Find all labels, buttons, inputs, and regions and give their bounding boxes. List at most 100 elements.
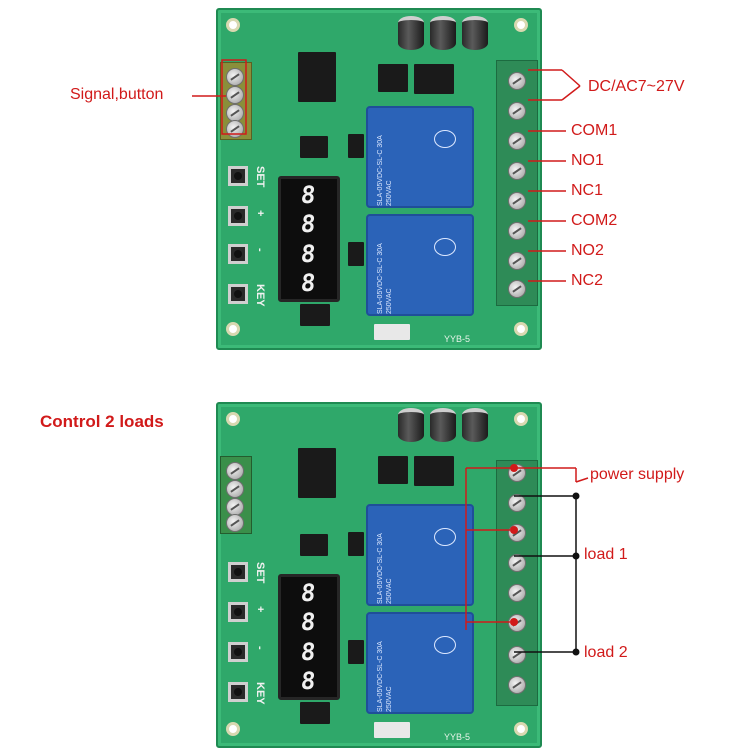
ic-chip xyxy=(348,640,364,664)
mounting-hole xyxy=(514,18,528,32)
plus-label: + xyxy=(254,210,266,217)
terminal-screw-icon xyxy=(508,494,526,512)
terminal-screw-icon xyxy=(508,252,526,270)
ic-chip xyxy=(298,448,336,498)
power-supply-label: power supply xyxy=(590,466,685,483)
terminal-screw-icon xyxy=(508,102,526,120)
com1-label: COM1 xyxy=(571,122,618,139)
seven-segment-display: 8 8 8 8 xyxy=(278,176,340,302)
minus-label: - xyxy=(254,646,266,650)
capacitor xyxy=(462,16,488,50)
terminal-screw-icon xyxy=(508,222,526,240)
ic-chip xyxy=(300,136,328,158)
relay-print: SLA-05VDC-SL-C 30A 250VAC xyxy=(377,135,393,206)
relay-print: SLA-05VDC-SL-C 30A 250VAC xyxy=(377,243,393,314)
cert-mark-icon xyxy=(434,528,456,546)
relay-1: SLA-05VDC-SL-C 30A 250VAC xyxy=(366,504,474,606)
display-digit: 8 xyxy=(299,210,319,239)
nc1-label: NC1 xyxy=(571,182,604,199)
capacitor xyxy=(462,408,488,442)
ic-chip xyxy=(298,52,336,102)
relay-print: SLA-05VDC-SL-C 30A 250VAC xyxy=(377,641,393,712)
no2-label: NO2 xyxy=(571,242,604,259)
set-button[interactable] xyxy=(228,562,248,582)
relay-module-board-top: SLA-05VDC-SL-C 30A 250VAC SLA-05VDC-SL-C… xyxy=(216,8,542,350)
terminal-screw-icon xyxy=(226,514,244,532)
relay-2: SLA-05VDC-SL-C 30A 250VAC xyxy=(366,612,474,714)
ic-chip xyxy=(378,456,408,484)
relay-1: SLA-05VDC-SL-C 30A 250VAC xyxy=(366,106,474,208)
terminal-screw-icon xyxy=(508,280,526,298)
mounting-hole xyxy=(514,322,528,336)
set-label: SET xyxy=(254,562,266,584)
connector-header xyxy=(374,722,410,738)
capacitor xyxy=(398,408,424,442)
board-code: YYB-5 xyxy=(444,732,471,742)
cert-mark-icon xyxy=(434,130,456,148)
ic-chip xyxy=(300,534,328,556)
capacitor xyxy=(398,16,424,50)
terminal-screw-icon xyxy=(508,524,526,542)
nc2-label: NC2 xyxy=(571,272,604,289)
ic-chip xyxy=(348,532,364,556)
mounting-hole xyxy=(514,722,528,736)
seven-segment-display: 8 8 8 8 xyxy=(278,574,340,700)
terminal-screw-icon xyxy=(226,462,244,480)
signal-button-label: Signal,button xyxy=(70,86,164,103)
mounting-hole xyxy=(226,722,240,736)
terminal-screw-icon xyxy=(508,464,526,482)
terminal-screw-icon xyxy=(508,554,526,572)
mounting-hole xyxy=(226,18,240,32)
ic-chip xyxy=(414,64,454,94)
board-code: YYB-5 xyxy=(444,334,471,344)
ic-chip xyxy=(300,702,330,724)
plus-label: + xyxy=(254,606,266,613)
terminal-screw-icon xyxy=(226,120,244,138)
terminal-screw-icon xyxy=(226,68,244,86)
capacitor xyxy=(430,408,456,442)
ic-chip xyxy=(378,64,408,92)
display-digit: 8 xyxy=(299,578,319,607)
relay-2: SLA-05VDC-SL-C 30A 250VAC xyxy=(366,214,474,316)
mounting-hole xyxy=(226,322,240,336)
cert-mark-icon xyxy=(434,238,456,256)
display-digit: 8 xyxy=(299,608,319,637)
key-button[interactable] xyxy=(228,284,248,304)
load-2-label: load 2 xyxy=(584,644,628,661)
ic-chip xyxy=(414,456,454,486)
minus-label: - xyxy=(254,248,266,252)
terminal-screw-icon xyxy=(508,584,526,602)
display-digit: 8 xyxy=(299,269,319,298)
ic-chip xyxy=(348,134,364,158)
terminal-screw-icon xyxy=(508,72,526,90)
minus-button[interactable] xyxy=(228,244,248,264)
no1-label: NO1 xyxy=(571,152,604,169)
connector-header xyxy=(374,324,410,340)
terminal-screw-icon xyxy=(508,132,526,150)
ic-chip xyxy=(300,304,330,326)
terminal-screw-icon xyxy=(508,162,526,180)
dc-ac-label: DC/AC7~27V xyxy=(588,78,685,95)
minus-button[interactable] xyxy=(228,642,248,662)
com2-label: COM2 xyxy=(571,212,618,229)
display-digit: 8 xyxy=(299,667,319,696)
cert-mark-icon xyxy=(434,636,456,654)
terminal-screw-icon xyxy=(508,192,526,210)
key-button[interactable] xyxy=(228,682,248,702)
plus-button[interactable] xyxy=(228,206,248,226)
set-button[interactable] xyxy=(228,166,248,186)
load-1-label: load 1 xyxy=(584,546,628,563)
key-label: KEY xyxy=(254,682,266,705)
display-digit: 8 xyxy=(299,239,319,268)
plus-button[interactable] xyxy=(228,602,248,622)
terminal-screw-icon xyxy=(226,480,244,498)
terminal-screw-icon xyxy=(508,676,526,694)
set-label: SET xyxy=(254,166,266,188)
ic-chip xyxy=(348,242,364,266)
mounting-hole xyxy=(514,412,528,426)
capacitor xyxy=(430,16,456,50)
display-digit: 8 xyxy=(299,637,319,666)
relay-print: SLA-05VDC-SL-C 30A 250VAC xyxy=(377,533,393,604)
display-digit: 8 xyxy=(299,180,319,209)
terminal-screw-icon xyxy=(226,86,244,104)
